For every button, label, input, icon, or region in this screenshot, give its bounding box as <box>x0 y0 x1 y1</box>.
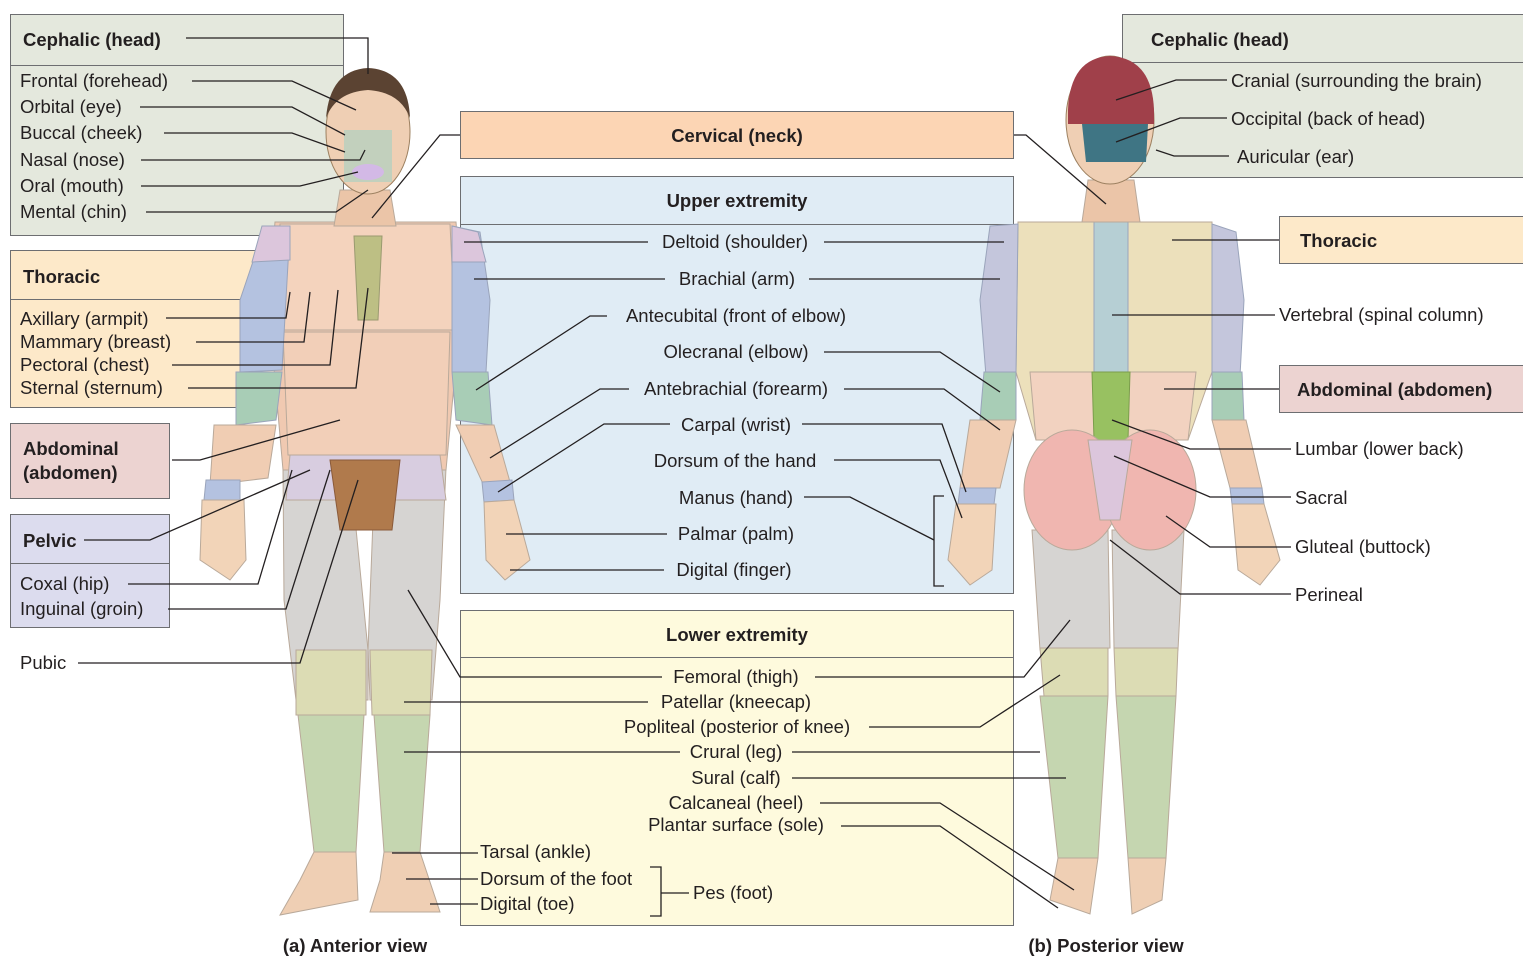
posterior-left-wrist <box>958 488 996 504</box>
posterior-right-knee <box>1114 648 1178 696</box>
anterior-left-leg <box>298 715 364 852</box>
anterior-right-knee <box>370 650 432 715</box>
anterior-right-shoulder <box>452 226 486 262</box>
posterior-left-knee <box>1040 648 1108 696</box>
anterior-right-wrist <box>482 480 514 502</box>
anterior-right-leg <box>374 715 430 852</box>
posterior-right-foot <box>1128 858 1166 914</box>
anterior-right-lowerarm <box>456 425 510 486</box>
posterior-body <box>948 56 1280 914</box>
anterior-abdomen <box>283 332 450 455</box>
posterior-right-forearm <box>1212 420 1262 488</box>
posterior-left-elbow <box>980 372 1016 420</box>
anterior-left-forearm <box>236 372 282 425</box>
anterior-body <box>200 68 530 915</box>
posterior-right-elbow <box>1212 372 1244 420</box>
anterior-left-foot <box>280 852 358 915</box>
posterior-vertebral <box>1094 218 1128 372</box>
anterior-right-foot <box>370 852 440 912</box>
posterior-lumbar <box>1092 372 1130 440</box>
posterior-right-arm <box>1212 224 1244 376</box>
anterior-left-wrist <box>204 480 240 500</box>
anterior-mouth-zone <box>352 164 384 180</box>
anterior-right-forearm <box>452 372 492 425</box>
posterior-right-wrist <box>1230 488 1264 504</box>
posterior-left-hand <box>948 504 996 585</box>
anterior-sternum <box>354 236 382 320</box>
anterior-left-shoulder <box>252 226 290 262</box>
posterior-right-leg <box>1116 696 1176 858</box>
anterior-left-lowerarm <box>210 425 276 485</box>
posterior-left-forearm <box>960 420 1016 488</box>
anterior-pubic-region <box>330 460 400 530</box>
posterior-left-foot <box>1050 858 1098 914</box>
posterior-occipital-zone <box>1082 124 1148 162</box>
anterior-left-hand <box>200 500 246 580</box>
anterior-right-hand <box>484 500 530 580</box>
posterior-neck <box>1082 180 1140 222</box>
posterior-left-leg <box>1040 696 1108 858</box>
anterior-left-knee <box>296 650 366 715</box>
posterior-right-hand <box>1232 504 1280 585</box>
posterior-cranial-zone <box>1068 56 1154 124</box>
anterior-neck <box>334 190 396 226</box>
posterior-left-arm <box>980 224 1018 376</box>
